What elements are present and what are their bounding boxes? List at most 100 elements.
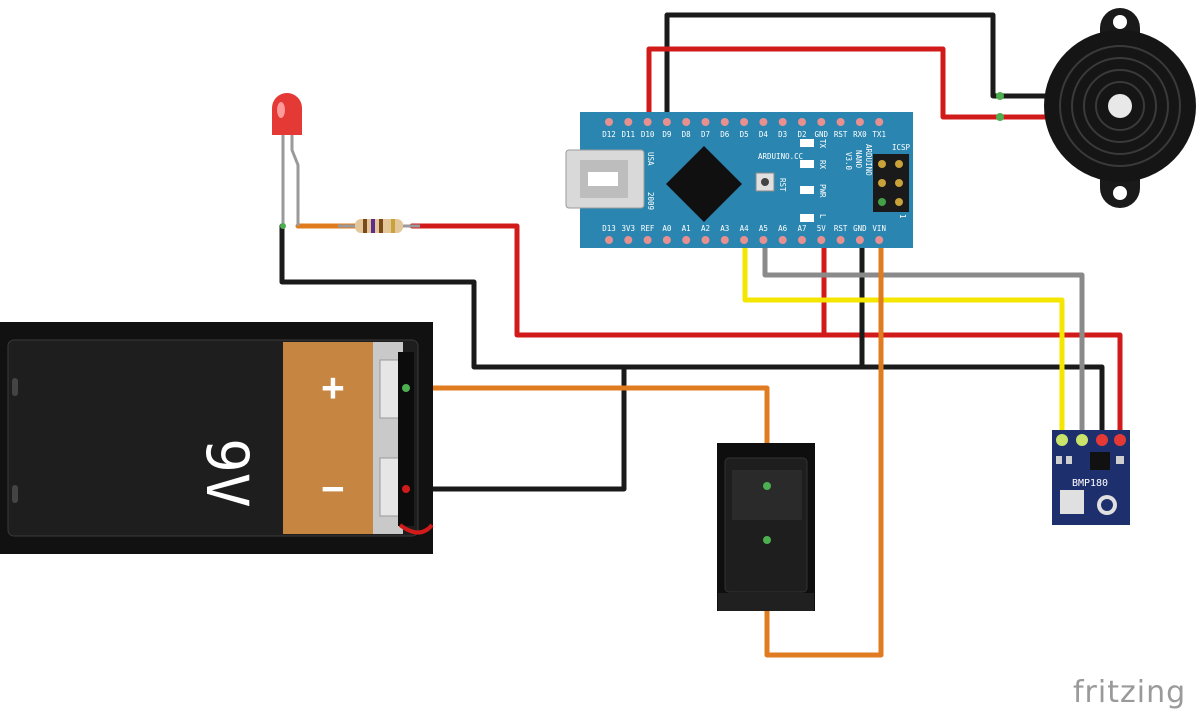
year-label: 2009 (646, 192, 655, 210)
rocker-switch (717, 443, 815, 611)
led-label-l: L (818, 214, 827, 219)
bottom-pin-label-a4: A4 (740, 224, 750, 233)
bottom-pin-label-a2: A2 (701, 224, 710, 233)
led-body (272, 93, 302, 135)
bottom-pin-label-gnd: GND (853, 224, 867, 233)
top-pin-pad-d7 (701, 118, 710, 126)
top-pin-label-d2: D2 (797, 130, 806, 139)
top-pin-pad-d8 (682, 118, 691, 126)
bottom-pin-pad-vin (875, 236, 884, 244)
bottom-pin-pad-3v3 (624, 236, 633, 244)
top-pin-pad-d4 (759, 118, 768, 126)
top-pin-pad-d12 (605, 118, 613, 126)
bottom-pin-label-vin: VIN (872, 224, 886, 233)
bottom-pin-row: D13 3V3 REF A0 A1 A2 A3 A4 A5 A6 A7 5V RST GND VIN (602, 224, 886, 244)
top-pin-label-rx0: RX0 (853, 130, 867, 139)
resistor (338, 219, 420, 233)
bottom-pin-label-rst: RST (834, 224, 848, 233)
top-pin-label-d9: D9 (662, 130, 671, 139)
icsp-label: ICSP (892, 143, 911, 152)
bottom-pin-label-3v3: 3V3 (622, 224, 636, 233)
piezo-buzzer (996, 8, 1196, 208)
top-pin-label-d10: D10 (641, 130, 655, 139)
bottom-pin-pad-a1 (682, 236, 691, 244)
top-pin-pad-gnd (817, 118, 826, 126)
battery-copper-band (283, 342, 375, 534)
wire-battery-minus (403, 364, 627, 492)
bottom-pin-label-a0: A0 (662, 224, 672, 233)
top-pin-pad-d6 (720, 118, 729, 126)
buzzer-center (1108, 94, 1132, 118)
top-pin-label-d7: D7 (701, 130, 710, 139)
bottom-pin-pad-ref (643, 236, 652, 244)
bottom-pin-pad-a4 (740, 236, 749, 244)
microcontroller-chip (666, 146, 742, 222)
led-label-pwr: PWR (818, 184, 827, 198)
led-label-rx: RX (818, 160, 827, 170)
bottom-pin-pad-rst (836, 236, 845, 244)
top-pin-label-gnd: GND (815, 130, 829, 139)
bottom-pin-label-d13: D13 (602, 224, 616, 233)
battery-minus-label: − (322, 466, 345, 510)
top-pin-label-d12: D12 (602, 130, 616, 139)
top-pin-pad-tx1 (875, 118, 884, 126)
top-pin-row: D12 D11 D10 D9 D8 D7 D6 D5 D4 D3 D2 GND RST RX0 TX1 (602, 118, 886, 139)
wire-a4-yellow (742, 237, 1065, 443)
top-pin-pad-rx0 (855, 118, 864, 126)
red-led (272, 93, 302, 229)
top-pin-pad-d9 (662, 118, 671, 126)
top-pin-label-d4: D4 (759, 130, 769, 139)
wire-buzzer-red (646, 46, 1051, 128)
usa-label: USA (646, 152, 655, 166)
top-pin-label-d3: D3 (778, 130, 787, 139)
bottom-pin-pad-a5 (759, 236, 768, 244)
bottom-pin-pad-gnd (855, 236, 864, 244)
top-pin-pad-rst (836, 118, 845, 126)
wire-led-black (279, 223, 1105, 443)
icsp-index: 1 (898, 214, 907, 219)
bottom-pin-label-a5: A5 (759, 224, 768, 233)
top-pin-label-rst: RST (834, 130, 848, 139)
nano-label-3: V3.0 (844, 152, 853, 171)
bottom-pin-label-ref: REF (641, 224, 655, 233)
nano-label-1: ARDUINO (864, 144, 873, 176)
battery-voltage-label: 9V (193, 438, 261, 508)
nano-label-2: NANO (854, 150, 863, 169)
bottom-pin-pad-a2 (701, 236, 710, 244)
bottom-pin-label-5v: 5V (817, 224, 827, 233)
battery-9v: 9V + − (0, 322, 434, 554)
wire-battery-plus (403, 385, 770, 489)
top-pin-pad-d5 (740, 118, 749, 126)
top-pin-pad-d10 (643, 118, 652, 126)
top-pin-label-d5: D5 (740, 130, 749, 139)
cc-label: ARDUINO.CC (758, 152, 803, 161)
bottom-pin-label-a6: A6 (778, 224, 788, 233)
rst-label: RST (778, 178, 787, 192)
top-pin-pad-d3 (778, 118, 787, 126)
led-label-tx: TX (818, 139, 827, 149)
top-pin-label-tx1: TX1 (872, 130, 886, 139)
bottom-pin-pad-a3 (720, 236, 729, 244)
top-pin-pad-d11 (624, 118, 633, 126)
bottom-pin-pad-a6 (778, 236, 787, 244)
bottom-pin-label-a3: A3 (720, 224, 729, 233)
fritzing-watermark: fritzing (1073, 675, 1186, 710)
top-pin-label-d6: D6 (720, 130, 730, 139)
wire-resistor-red (409, 223, 1123, 443)
sensor-label: BMP180 (1072, 478, 1108, 489)
status-leds (800, 139, 814, 222)
top-pin-label-d11: D11 (622, 130, 636, 139)
bottom-pin-pad-d13 (605, 236, 613, 244)
bottom-pin-pad-5v (817, 236, 826, 244)
wire-buzzer-black (664, 12, 1051, 128)
bottom-pin-pad-a7 (798, 236, 806, 244)
bmp180-sensor: BMP180 (1052, 430, 1130, 525)
top-pin-pad-d2 (798, 118, 806, 126)
bottom-pin-label-a7: A7 (797, 224, 806, 233)
bottom-pin-label-a1: A1 (682, 224, 691, 233)
top-pin-label-d8: D8 (682, 130, 692, 139)
bottom-pin-pad-a0 (662, 236, 671, 244)
icsp-header (873, 154, 909, 212)
